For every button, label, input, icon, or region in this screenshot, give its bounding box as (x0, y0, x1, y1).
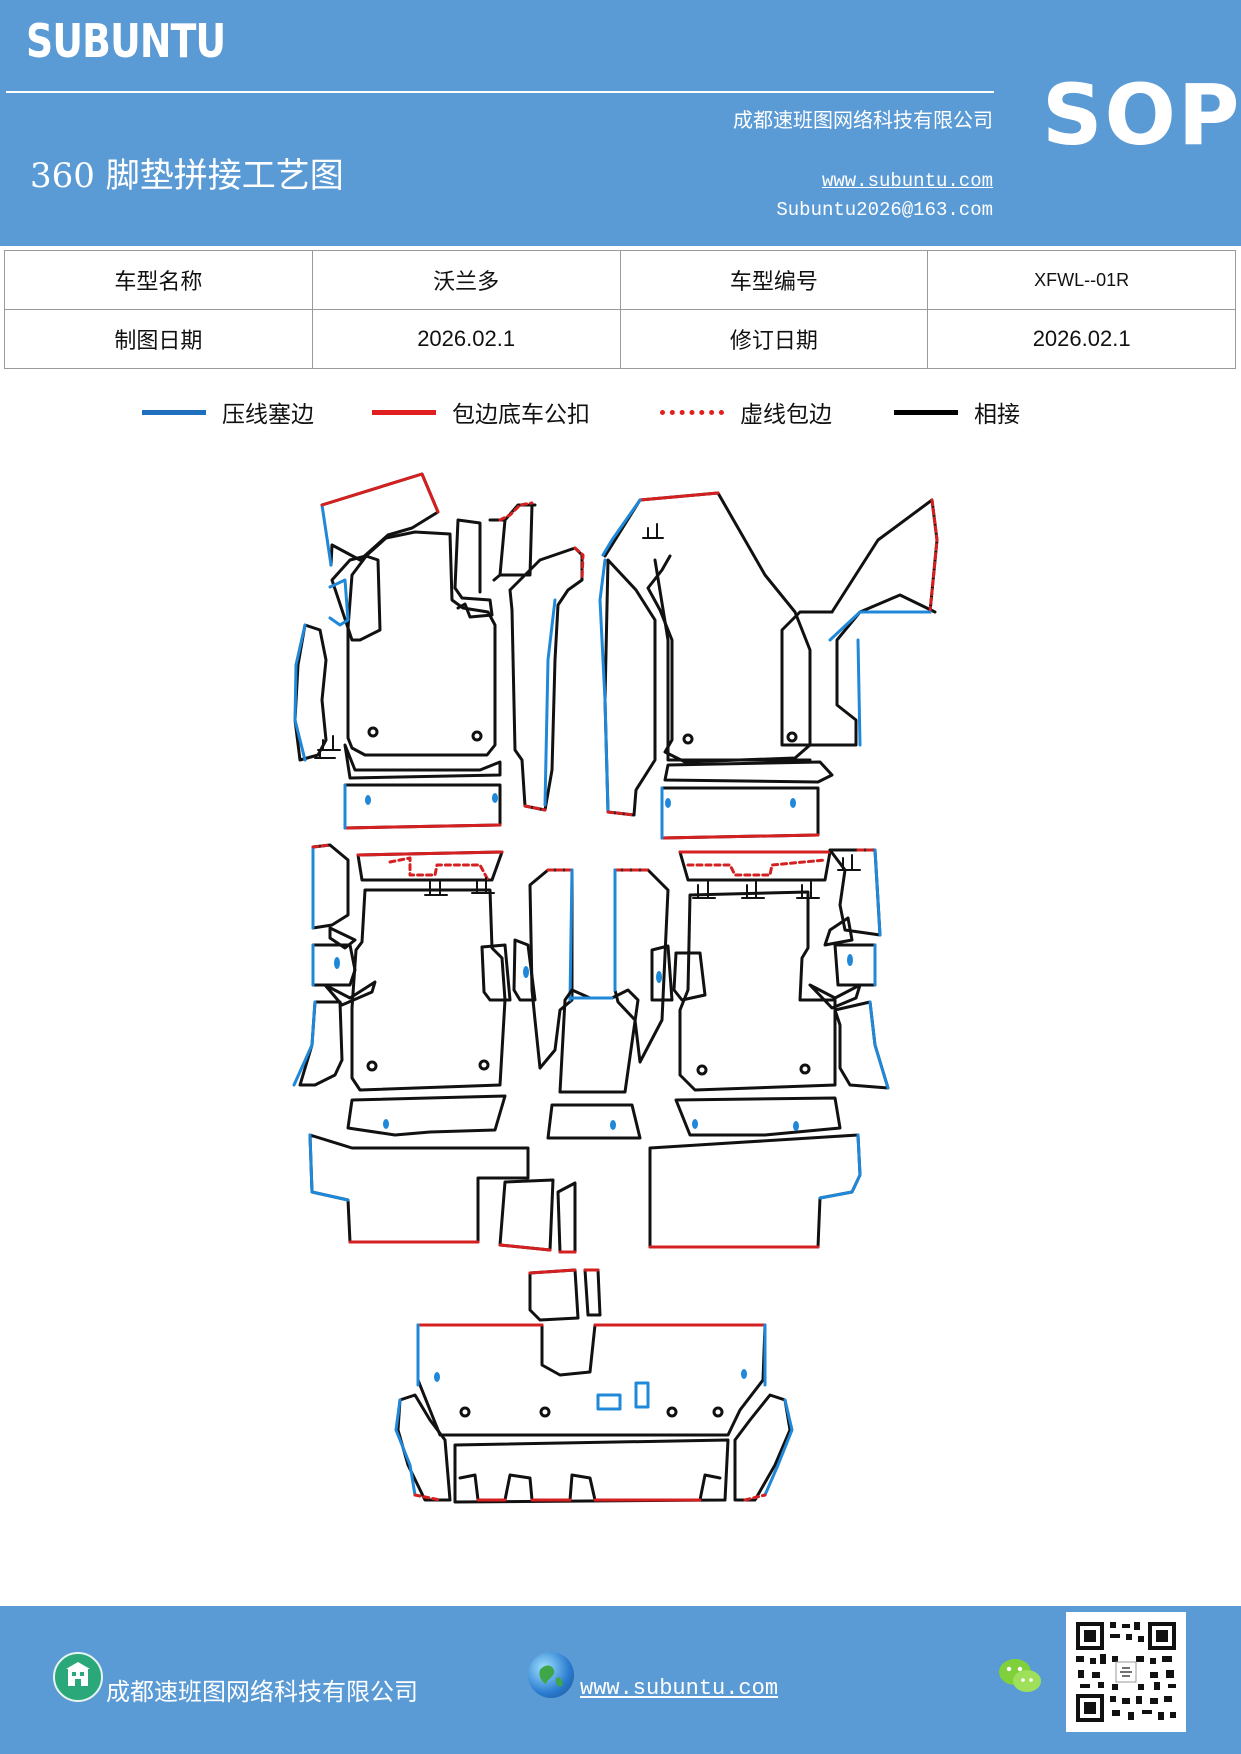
header-email[interactable]: Subuntu2026@163.com (776, 199, 993, 221)
legend-item-press: 压线塞边 (142, 395, 314, 429)
footer-company: 成都速班图网络科技有限公司 (106, 1678, 418, 1706)
legend-swatch-black-line (894, 409, 958, 415)
globe-icon (528, 1652, 574, 1698)
page-title: 360 脚垫拼接工艺图 (30, 156, 344, 196)
legend-label: 相接 (974, 402, 1020, 428)
table-cell-value: XFWL--01R (927, 250, 1236, 310)
vehicle-info-table: 车型名称 沃兰多 车型编号 XFWL--01R 制图日期 2026.02.1 修… (4, 250, 1236, 369)
header-website-link[interactable]: www.subuntu.com (821, 170, 993, 192)
mat-piece-front-right (598, 491, 939, 840)
legend-swatch-blue-line (142, 409, 206, 415)
legend-label: 虚线包边 (740, 402, 832, 428)
table-cell-value: 2026.02.1 (311, 309, 621, 369)
table-cell-value: 沃兰多 (311, 250, 621, 310)
legend-item-join: 相接 (894, 395, 1020, 429)
mat-piece-third-right (648, 1133, 862, 1249)
table-cell-value: 2026.02.1 (927, 309, 1236, 369)
legend-label: 压线塞边 (222, 402, 314, 428)
mat-piece-front-left (293, 472, 585, 830)
header-banner: SUBUNTU 成都速班图网络科技有限公司 360 脚垫拼接工艺图 www.su… (0, 0, 1241, 246)
mat-piece-trunk (394, 1323, 794, 1504)
legend-item-dotted: 虚线包边 (660, 395, 832, 429)
table-cell-label: 制图日期 (4, 309, 313, 369)
legend-swatch-red-line (372, 409, 436, 415)
sop-badge: SOP (1042, 66, 1241, 164)
footer-banner: 成都速班图网络科技有限公司 www.subuntu.com (0, 1606, 1241, 1754)
mat-piece-second-center (546, 868, 707, 1140)
wechat-icon[interactable] (996, 1652, 1044, 1700)
legend-swatch-red-dotted (660, 409, 724, 415)
table-cell-label: 车型编号 (619, 250, 929, 310)
table-cell-label: 修订日期 (619, 309, 929, 369)
mat-piece-third-left (308, 1133, 602, 1322)
mat-piece-second-left (292, 843, 574, 1137)
table-cell-label: 车型名称 (4, 250, 313, 310)
table-row: 车型名称 沃兰多 车型编号 XFWL--01R (4, 250, 1236, 310)
floor-mat-diagram (292, 472, 939, 1504)
brand-logo: SUBUNTU (26, 14, 226, 68)
footer-website-link[interactable]: www.subuntu.com (580, 1676, 779, 1701)
legend: 压线塞边 包边底车公扣 虚线包边 相接 (0, 395, 1241, 431)
header-divider (6, 91, 994, 93)
header-company: 成都速班图网络科技有限公司 (733, 108, 993, 132)
legend-label: 包边底车公扣 (452, 402, 590, 428)
legend-item-wrap: 包边底车公扣 (372, 395, 590, 429)
qr-code (1066, 1612, 1186, 1732)
table-row: 制图日期 2026.02.1 修订日期 2026.02.1 (4, 309, 1236, 369)
building-icon (53, 1652, 103, 1702)
